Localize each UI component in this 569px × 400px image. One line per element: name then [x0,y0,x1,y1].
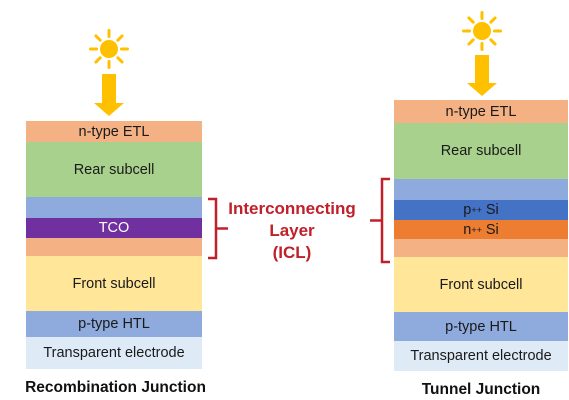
layer-front-subcell: Front subcell [394,257,568,312]
sun-icon [462,11,502,51]
layer-label: n-type ETL [445,103,517,120]
layer-spacer-4 [26,238,202,256]
layer-label-base: p [463,202,472,218]
layer-label: TCO [98,220,130,236]
left-caption: Recombination Junction [25,379,206,396]
layer-transparent-electrode: Transparent electrode [26,337,202,369]
layer-p-type-htl: p-type HTL [26,311,202,337]
layer-n-type-etl: n-type ETL [394,100,568,123]
layer-label: p-type HTL [78,316,150,332]
layer-label-suffix: Si [481,221,499,238]
layer-p-type-htl: p-type HTL [394,312,568,341]
layer-rear-subcell: Rear subcell [394,123,568,179]
layer-n-si: n++ Si [394,220,568,239]
right-caption: Tunnel Junction [421,381,541,398]
layer-n-type-etl: n-type ETL [26,121,202,142]
icl-label-line2: Layer [269,221,315,240]
layer-label: Front subcell [439,276,523,293]
down-arrow-icon [467,55,497,96]
layer-label: p-type HTL [445,318,517,335]
layer-label-base: n [463,221,472,238]
layer-p-si: p++ Si [394,200,568,220]
layer-front-subcell: Front subcell [26,256,202,311]
down-arrow-icon [94,74,124,116]
layer-rear-subcell: Rear subcell [26,142,202,197]
layer-spacer-5 [394,239,568,257]
layer-label: Transparent electrode [410,348,552,364]
icl-bracket-left [208,197,228,260]
icl-label-line1: Interconnecting [228,199,356,218]
layer-label: n-type ETL [78,123,150,140]
layer-label: Rear subcell [73,161,155,178]
layer-spacer-2 [394,179,568,200]
icl-label-line3: (ICL) [272,243,312,262]
layer-label: Front subcell [72,275,156,292]
icl-bracket-right [370,177,390,264]
layer-label: Rear subcell [440,143,522,159]
layer-label: Transparent electrode [43,345,185,361]
sun-icon [89,29,129,69]
layer-spacer-2 [26,197,202,218]
layer-label-suffix: Si [481,202,499,218]
layer-transparent-electrode: Transparent electrode [394,341,568,371]
layer-tco: TCO [26,218,202,238]
icl-label: Interconnecting Layer (ICL) [212,198,372,264]
